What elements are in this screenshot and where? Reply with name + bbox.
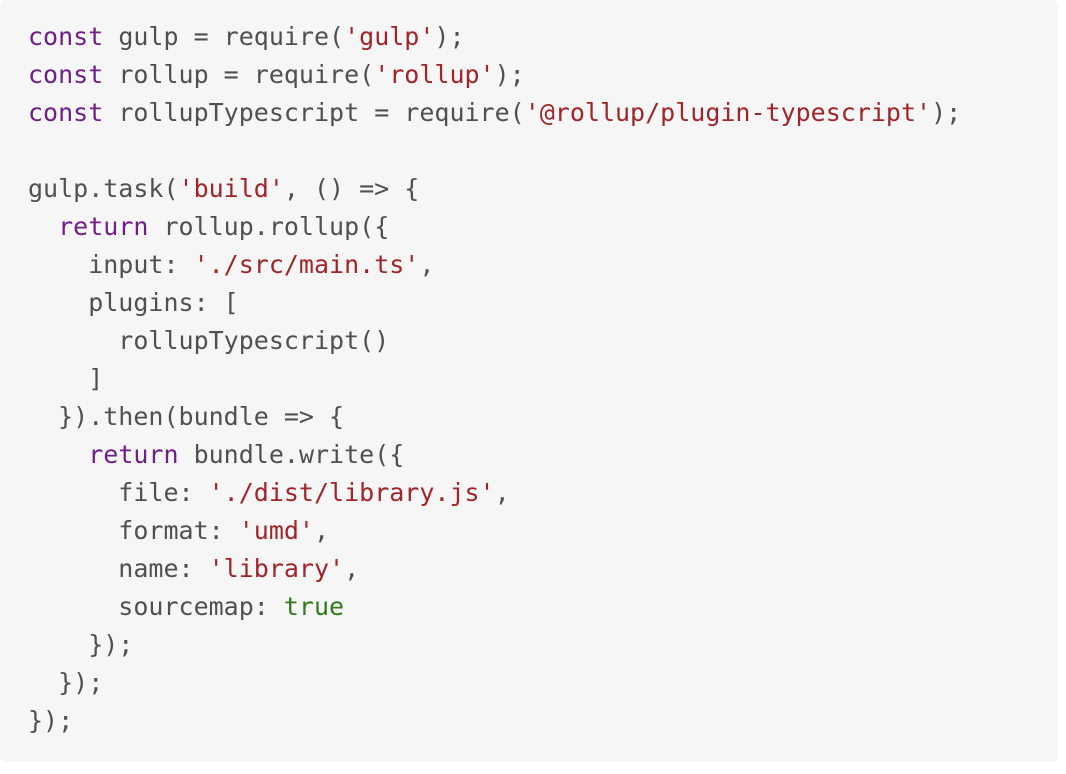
code-token-plain <box>28 440 88 469</box>
code-token-plain: format: <box>28 516 239 545</box>
code-token-plain: rollupTypescript() <box>28 326 390 355</box>
code-token-string: 'umd' <box>238 516 314 545</box>
code-token-string: './src/main.ts' <box>193 250 420 279</box>
code-token-plain: }).then(bundle => { <box>28 402 345 431</box>
code-token-string: 'build' <box>178 174 284 203</box>
code-line: }).then(bundle => { <box>28 398 1058 436</box>
code-token-plain: }); <box>28 668 104 697</box>
code-token-plain: bundle.write({ <box>178 440 405 469</box>
code-line: rollupTypescript() <box>28 322 1058 360</box>
code-token-string: './dist/library.js' <box>208 478 495 507</box>
code-line: file: './dist/library.js', <box>28 474 1058 512</box>
code-token-string: 'rollup' <box>374 60 495 89</box>
code-line: return bundle.write({ <box>28 436 1058 474</box>
code-line: name: 'library', <box>28 550 1058 588</box>
code-token-keyword: const <box>28 98 104 127</box>
code-token-keyword: const <box>28 60 104 89</box>
code-listing[interactable]: const gulp = require('gulp');const rollu… <box>28 18 1058 740</box>
code-token-plain: ); <box>434 22 465 51</box>
code-line: sourcemap: true <box>28 588 1058 626</box>
code-token-plain: , <box>313 516 330 545</box>
code-token-plain: rollup = require( <box>103 60 375 89</box>
code-token-plain: gulp.task( <box>28 174 179 203</box>
code-token-string: '@rollup/plugin-typescript' <box>524 98 932 127</box>
code-line: const rollupTypescript = require('@rollu… <box>28 94 1058 132</box>
code-line: input: './src/main.ts', <box>28 246 1058 284</box>
code-token-plain: name: <box>28 554 209 583</box>
code-line: gulp.task('build', () => { <box>28 170 1058 208</box>
code-line: ​ <box>28 132 1058 170</box>
code-token-plain: , <box>419 250 435 279</box>
code-token-plain: , <box>344 554 360 583</box>
code-token-plain: }); <box>28 706 74 735</box>
code-token-plain: ] <box>28 364 104 393</box>
code-token-keyword: const <box>28 22 104 51</box>
code-token-plain: , () => { <box>283 174 420 203</box>
code-line: format: 'umd', <box>28 512 1058 550</box>
code-line: const rollup = require('rollup'); <box>28 56 1058 94</box>
code-token-string: 'gulp' <box>344 22 435 51</box>
code-token-plain: rollup.rollup({ <box>148 212 390 241</box>
code-token-plain: }); <box>28 630 134 659</box>
code-line: }); <box>28 626 1058 664</box>
code-token-plain: file: <box>28 478 209 507</box>
code-token-keyword: return <box>88 440 179 469</box>
code-token-plain <box>28 212 58 241</box>
code-token-plain: ); <box>931 98 962 127</box>
code-line: }); <box>28 664 1058 702</box>
code-token-plain: plugins: [ <box>28 288 239 317</box>
code-token-keyword: return <box>58 212 149 241</box>
code-token-plain: rollupTypescript = require( <box>103 98 525 127</box>
code-token-literal: true <box>283 592 345 621</box>
code-token-plain: gulp = require( <box>103 22 345 51</box>
code-line: return rollup.rollup({ <box>28 208 1058 246</box>
code-token-plain: input: <box>28 250 194 279</box>
code-token-plain: , <box>494 478 510 507</box>
code-line: plugins: [ <box>28 284 1058 322</box>
code-line: ] <box>28 360 1058 398</box>
code-line: }); <box>28 702 1058 740</box>
code-token-string: 'library' <box>208 554 345 583</box>
code-block: const gulp = require('gulp');const rollu… <box>28 18 1058 740</box>
code-token-plain: ); <box>494 60 525 89</box>
code-line: const gulp = require('gulp'); <box>28 18 1058 56</box>
code-token-plain: sourcemap: <box>28 592 284 621</box>
